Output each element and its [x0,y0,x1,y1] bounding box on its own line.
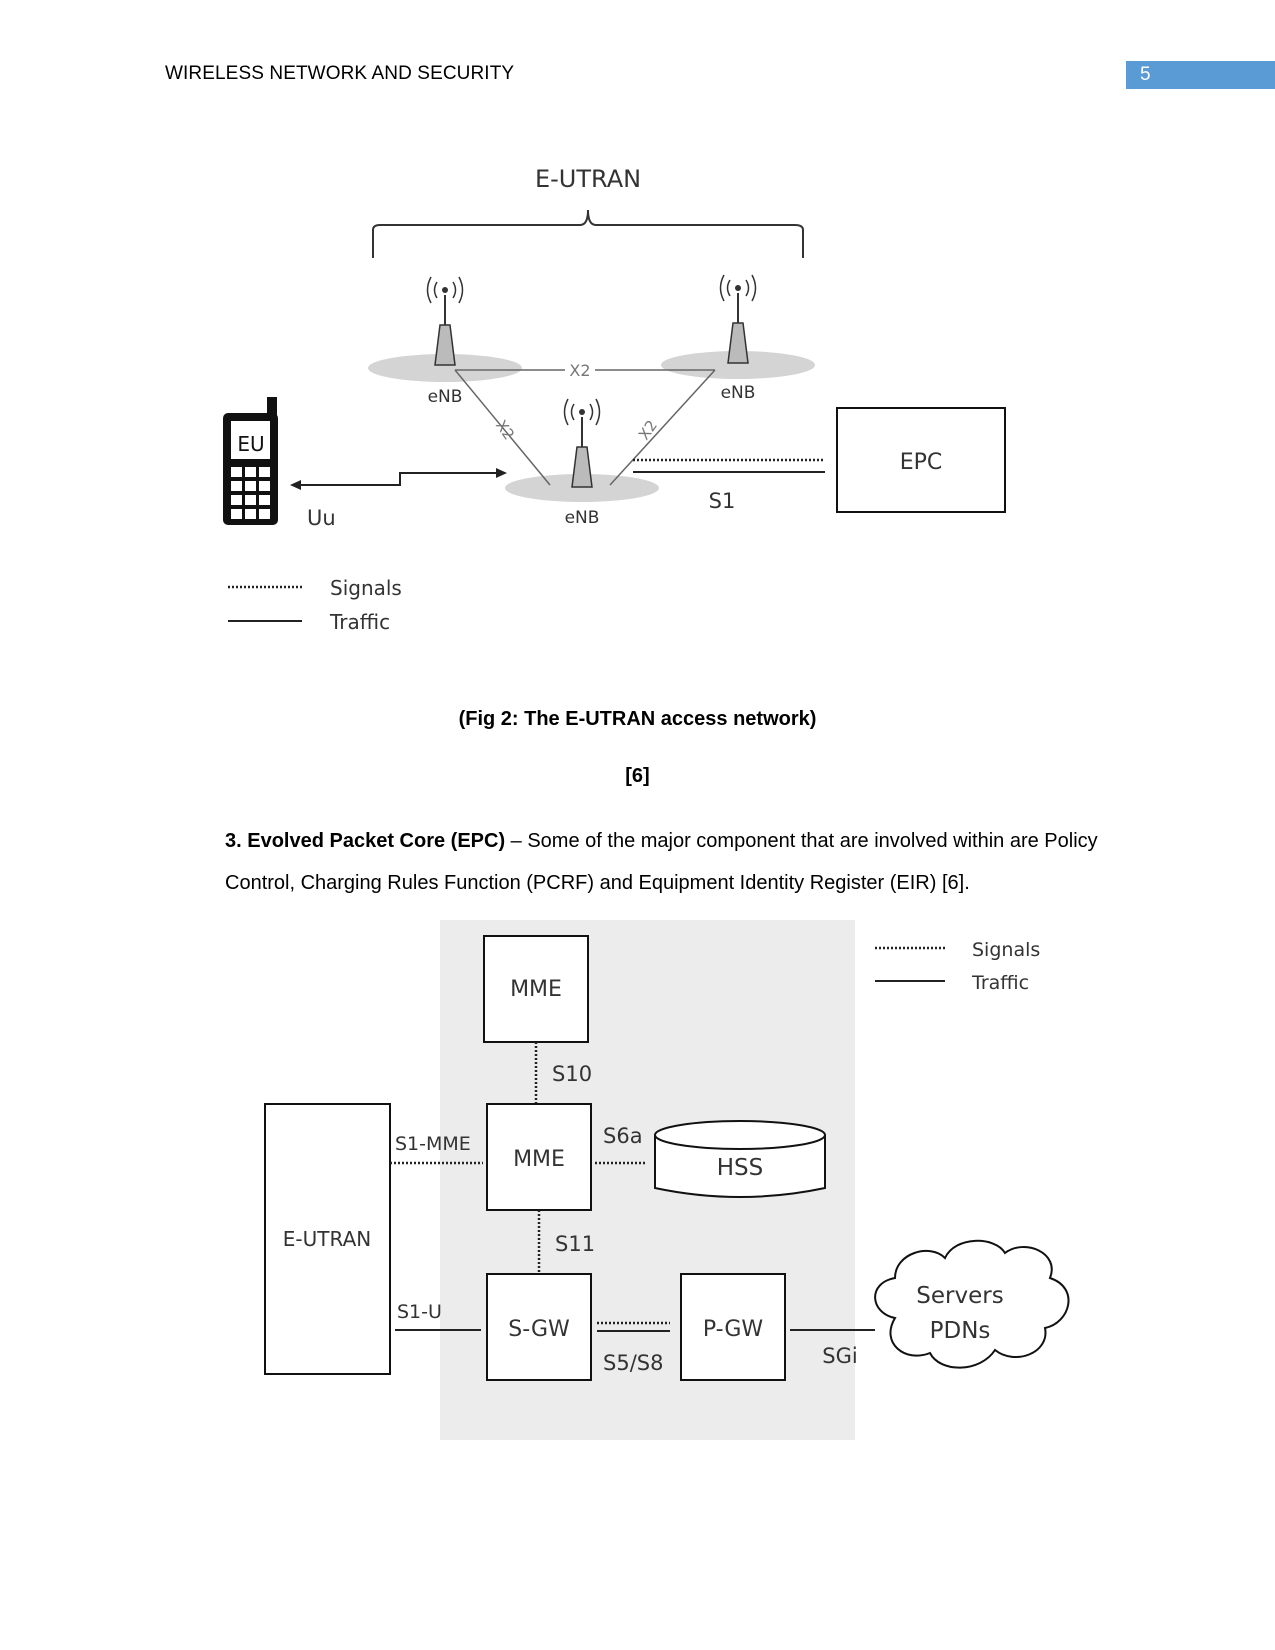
mme-top-label: MME [510,977,562,1002]
enb-antenna-left-icon [426,276,464,366]
paragraph-lead: 3. Evolved Packet Core (EPC) [225,830,506,852]
pgw-label: P-GW [703,1317,764,1342]
sgw-label: S-GW [508,1317,570,1342]
epc-paragraph: 3. Evolved Packet Core (EPC) – Some of t… [225,820,1145,904]
hss-label: HSS [717,1155,764,1181]
eutran-box [264,1103,391,1375]
s11-label: S11 [555,1232,595,1256]
paragraph-text: – Some of the major component that are i… [225,830,1098,894]
legend-traffic-label: Traffic [329,610,390,634]
phone-icon [223,397,278,525]
coverage-area-right [661,351,815,379]
cloud-pdns-label: PDNs [930,1318,991,1344]
figure-reference: [6] [625,765,650,787]
enb-antenna-right-icon [719,274,757,364]
cloud-servers-label: Servers [916,1283,1003,1309]
mme-top-box [483,935,589,1043]
coverage-area-left [368,354,522,382]
epc-diagram: MME S10 MME S6a HSS E-UTRAN S1-MME S11 S… [264,920,1070,1440]
sgw-box [486,1273,592,1381]
running-header: WIRELESS NETWORK AND SECURITY [165,63,515,84]
s10-label: S10 [552,1062,592,1086]
s1-label: S1 [709,489,736,513]
enb-label-bottom: eNB [565,508,600,528]
s1-u-label: S1-U [397,1301,442,1323]
legend-signals-label: Signals [330,576,402,600]
enb-label-right: eNB [721,383,756,403]
s5-s8-label: S5/S8 [603,1351,663,1375]
eutran-label: E-UTRAN [283,1227,371,1251]
x2-label-right: X2 [635,417,661,444]
epc-label: EPC [900,450,943,475]
legend-traffic-label: Traffic [971,972,1029,994]
epc-box [836,407,1006,513]
brace-shape [372,209,804,258]
sgi-label: SGi [822,1344,857,1368]
eutran-diagram: E-UTRAN X2 X2 X2 eNB eNB eNB [223,165,1006,634]
enb-antenna-bottom-icon [563,398,601,488]
coverage-area-bottom [505,474,659,502]
mme-label: MME [513,1147,565,1172]
uu-arrow-right-icon [496,468,507,478]
mme-box [486,1103,592,1211]
uu-link [297,472,500,486]
pgw-box [680,1273,786,1381]
uu-label: Uu [307,506,336,530]
x2-link-right [609,369,716,486]
x2-label-top: X2 [569,361,590,380]
page-number: 5 [1126,61,1275,89]
x2-link-left [454,369,551,486]
s6a-label: S6a [603,1124,643,1148]
cloud-icon [874,1239,1070,1369]
enb-label-left: eNB [428,387,463,407]
hss-database-icon [654,1120,826,1198]
legend-signals-label: Signals [972,939,1040,961]
s1-mme-label: S1-MME [395,1133,471,1155]
x2-label-left: X2 [492,417,518,444]
figure-caption: (Fig 2: The E-UTRAN access network) [458,708,817,730]
eu-label: EU [237,432,264,456]
eutran-group-label: E-UTRAN [535,165,641,193]
uu-arrow-left-icon [290,480,301,490]
